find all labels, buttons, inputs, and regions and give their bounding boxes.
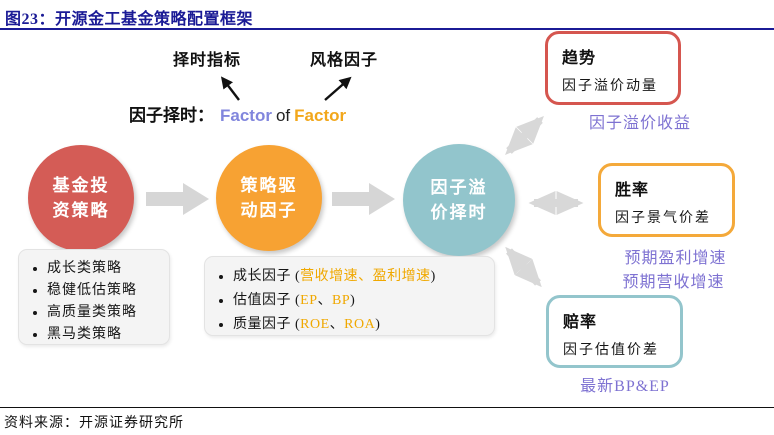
win-rate-note-2: 预期营收增速 (622, 274, 725, 291)
node-fund-line2: 资策略 (52, 201, 110, 220)
strategy-item: 黑马类策略 (47, 324, 169, 346)
factor-text-segment: 估值因子 ( (233, 293, 301, 308)
factor-text-segment: ) (350, 293, 356, 308)
formula-of: of (275, 106, 291, 125)
strategy-item: 成长类策略 (47, 258, 169, 280)
factor-text-segment: 质量因子 ( (233, 317, 301, 332)
trend-box-title: 趋势 (562, 50, 597, 67)
factor-text-segment: 营收增速、盈利增速 (300, 269, 431, 284)
double-arrow-timing-odds (505, 246, 542, 288)
trend-box-subtitle: 因子溢价动量 (562, 79, 658, 94)
node-factor-premium-timing: 因子溢 价择时 (403, 144, 515, 256)
odds-box: 赔率 因子估值价差 (546, 295, 683, 368)
factor-text-segment: ROA (344, 317, 376, 332)
factor-item-quality: 质量因子 (ROE、ROA) (233, 313, 494, 337)
factor-text-segment: 、 (329, 317, 345, 332)
double-arrow-timing-trend (505, 116, 544, 155)
factor-text-segment: EP (300, 293, 318, 308)
flow-arrow-driver-to-timing (332, 183, 395, 215)
node-fund-investment-strategy: 基金投 资策略 (28, 145, 134, 251)
node-timing-line1: 因子溢 (430, 178, 488, 197)
factor-list-box: 成长因子 (营收增速、盈利增速) 估值因子 (EP、BP) 质量因子 (ROE、… (204, 256, 495, 336)
formula-prefix: 因子择时： (129, 106, 214, 125)
strategy-list: 成长类策略 稳健低估策略 高质量类策略 黑马类策略 (19, 258, 169, 346)
node-timing-line2: 价择时 (430, 203, 488, 222)
label-timing-indicator: 择时指标 (173, 52, 242, 69)
source-attribution: 资料来源：开源证券研究所 (4, 416, 184, 431)
odds-note: 最新BP&EP (580, 378, 670, 395)
arrow-to-timing-indicator (220, 76, 240, 101)
odds-box-subtitle: 因子估值价差 (563, 343, 659, 358)
strategy-item: 稳健低估策略 (47, 280, 169, 302)
win-rate-box-title: 胜率 (615, 182, 650, 199)
strategy-list-box: 成长类策略 稳健低估策略 高质量类策略 黑马类策略 (18, 249, 170, 345)
node-driver-line2: 动因子 (240, 201, 298, 220)
win-rate-box-subtitle: 因子景气价差 (615, 211, 711, 226)
footer-divider (0, 407, 774, 408)
factor-item-value: 估值因子 (EP、BP) (233, 289, 494, 313)
title-underline (0, 28, 774, 30)
factor-list: 成长因子 (营收增速、盈利增速) 估值因子 (EP、BP) 质量因子 (ROE、… (205, 265, 494, 337)
factor-text-segment: 、 (317, 293, 333, 308)
win-rate-box: 胜率 因子景气价差 (598, 163, 735, 237)
factor-text-segment: BP (332, 293, 351, 308)
trend-note: 因子溢价收益 (588, 115, 691, 132)
factor-text-segment: ) (430, 269, 436, 284)
factor-item-growth: 成长因子 (营收增速、盈利增速) (233, 265, 494, 289)
arrow-to-style-factor (324, 76, 352, 101)
odds-box-title: 赔率 (563, 314, 598, 331)
win-rate-note-1: 预期盈利增速 (624, 250, 727, 267)
node-fund-line1: 基金投 (52, 176, 110, 195)
formula-factor2: Factor (294, 106, 347, 125)
formula-factor1: Factor (220, 106, 272, 125)
factor-text-segment: ) (375, 317, 381, 332)
factor-text-segment: 成长因子 ( (233, 269, 301, 284)
flow-arrow-fund-to-driver (146, 183, 209, 215)
strategy-item: 高质量类策略 (47, 302, 169, 324)
figure-title: 图23：开源金工基金策略配置框架 (5, 11, 254, 28)
node-strategy-driving-factors: 策略驱 动因子 (216, 145, 322, 251)
factor-text-segment: ROE (300, 317, 330, 332)
label-style-factor: 风格因子 (310, 52, 379, 69)
node-driver-line1: 策略驱 (240, 176, 298, 195)
trend-box: 趋势 因子溢价动量 (545, 31, 681, 105)
